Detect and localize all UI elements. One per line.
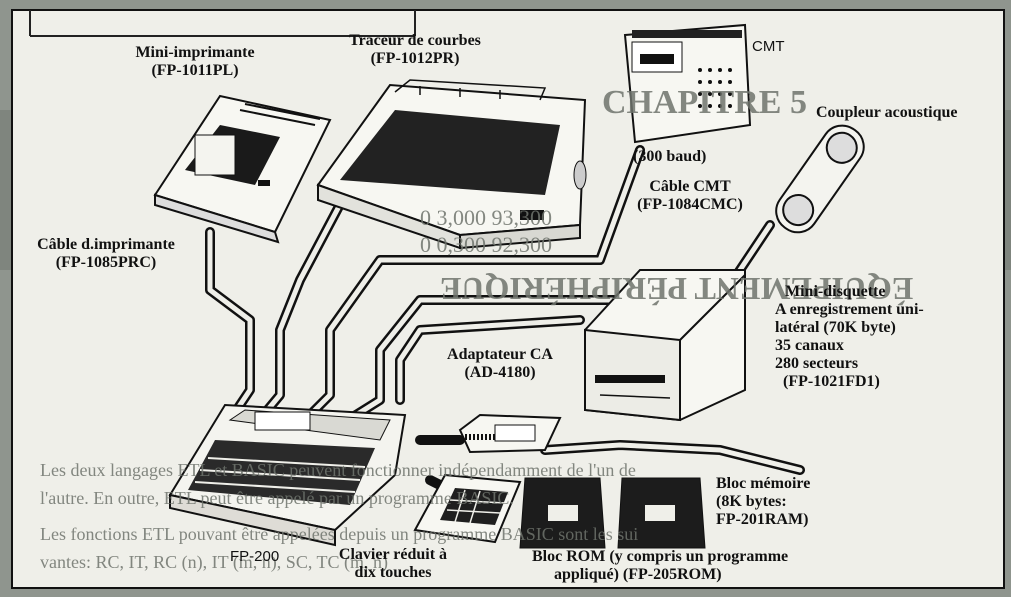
label-memory-block-size: (8K bytes:: [716, 493, 810, 511]
label-keypad-line-1: Clavier réduit à: [318, 546, 468, 564]
ac-adapter-drawing: [460, 415, 560, 452]
label-plotter: Traceur de courbes (FP-1012PR): [325, 32, 505, 68]
label-mini-printer-code: (FP-1011PL): [115, 62, 275, 80]
label-cmt-cable: Câble CMT (FP-1084CMC): [615, 178, 765, 214]
label-rom-block: Bloc ROM (y compris un programme appliqu…: [532, 548, 788, 584]
label-fp200: FP-200: [230, 548, 279, 566]
bg-table-row-1: 0 3,000 93,300: [420, 205, 552, 231]
label-keypad: Clavier réduit à dix touches: [318, 546, 468, 582]
label-mini-printer-name: Mini-imprimante: [115, 44, 275, 62]
label-mini-disk: Mini-disquette A enregistrement uni- lat…: [775, 283, 924, 391]
label-printer-cable-name: Câble d.imprimante: [16, 236, 196, 254]
label-memory-block: Bloc mémoire (8K bytes: FP-201RAM): [716, 475, 810, 529]
label-mini-disk-line-2: A enregistrement uni-: [775, 301, 924, 319]
label-rom-block-line-1: Bloc ROM (y compris un programme: [532, 548, 788, 566]
label-mini-disk-line-5: 280 secteurs: [775, 355, 924, 373]
label-keypad-line-2: dix touches: [318, 564, 468, 582]
label-cmt-cable-code: (FP-1084CMC): [615, 196, 765, 214]
label-mini-disk-name: Mini-disquette: [775, 283, 924, 301]
label-cmt: CMT: [752, 38, 785, 56]
bg-para-line-1: Les deux langages ETL et BASIC peuvent f…: [40, 460, 636, 481]
label-ac-adapter: Adaptateur CA (AD-4180): [430, 346, 570, 382]
label-mini-disk-code: (FP-1021FD1): [775, 373, 924, 391]
label-memory-block-name: Bloc mémoire: [716, 475, 810, 493]
label-baud: (300 baud): [633, 148, 706, 166]
bg-table-row-2: 0 0,300 92,300: [420, 232, 552, 258]
label-acoustic-coupler: Coupleur acoustique: [816, 104, 958, 122]
label-printer-cable-code: (FP-1085PRC): [16, 254, 196, 272]
label-cmt-cable-name: Câble CMT: [615, 178, 765, 196]
label-mini-printer: Mini-imprimante (FP-1011PL): [115, 44, 275, 80]
bg-chapter-heading: CHAPITRE 5: [602, 84, 807, 122]
label-rom-block-line-2: appliqué) (FP-205ROM): [532, 566, 788, 584]
bg-para-line-3: Les fonctions ETL pouvant être appelées …: [40, 524, 638, 545]
label-ac-adapter-code: (AD-4180): [430, 364, 570, 382]
label-memory-block-code: FP-201RAM): [716, 511, 810, 529]
label-plotter-name: Traceur de courbes: [325, 32, 505, 50]
bg-para-line-2: l'autre. En outre, ETL peut être appelé …: [40, 488, 514, 509]
label-ac-adapter-name: Adaptateur CA: [430, 346, 570, 364]
label-mini-disk-line-4: 35 canaux: [775, 337, 924, 355]
label-printer-cable: Câble d.imprimante (FP-1085PRC): [16, 236, 196, 272]
label-plotter-code: (FP-1012PR): [325, 50, 505, 68]
label-mini-disk-line-3: latéral (70K byte): [775, 319, 924, 337]
